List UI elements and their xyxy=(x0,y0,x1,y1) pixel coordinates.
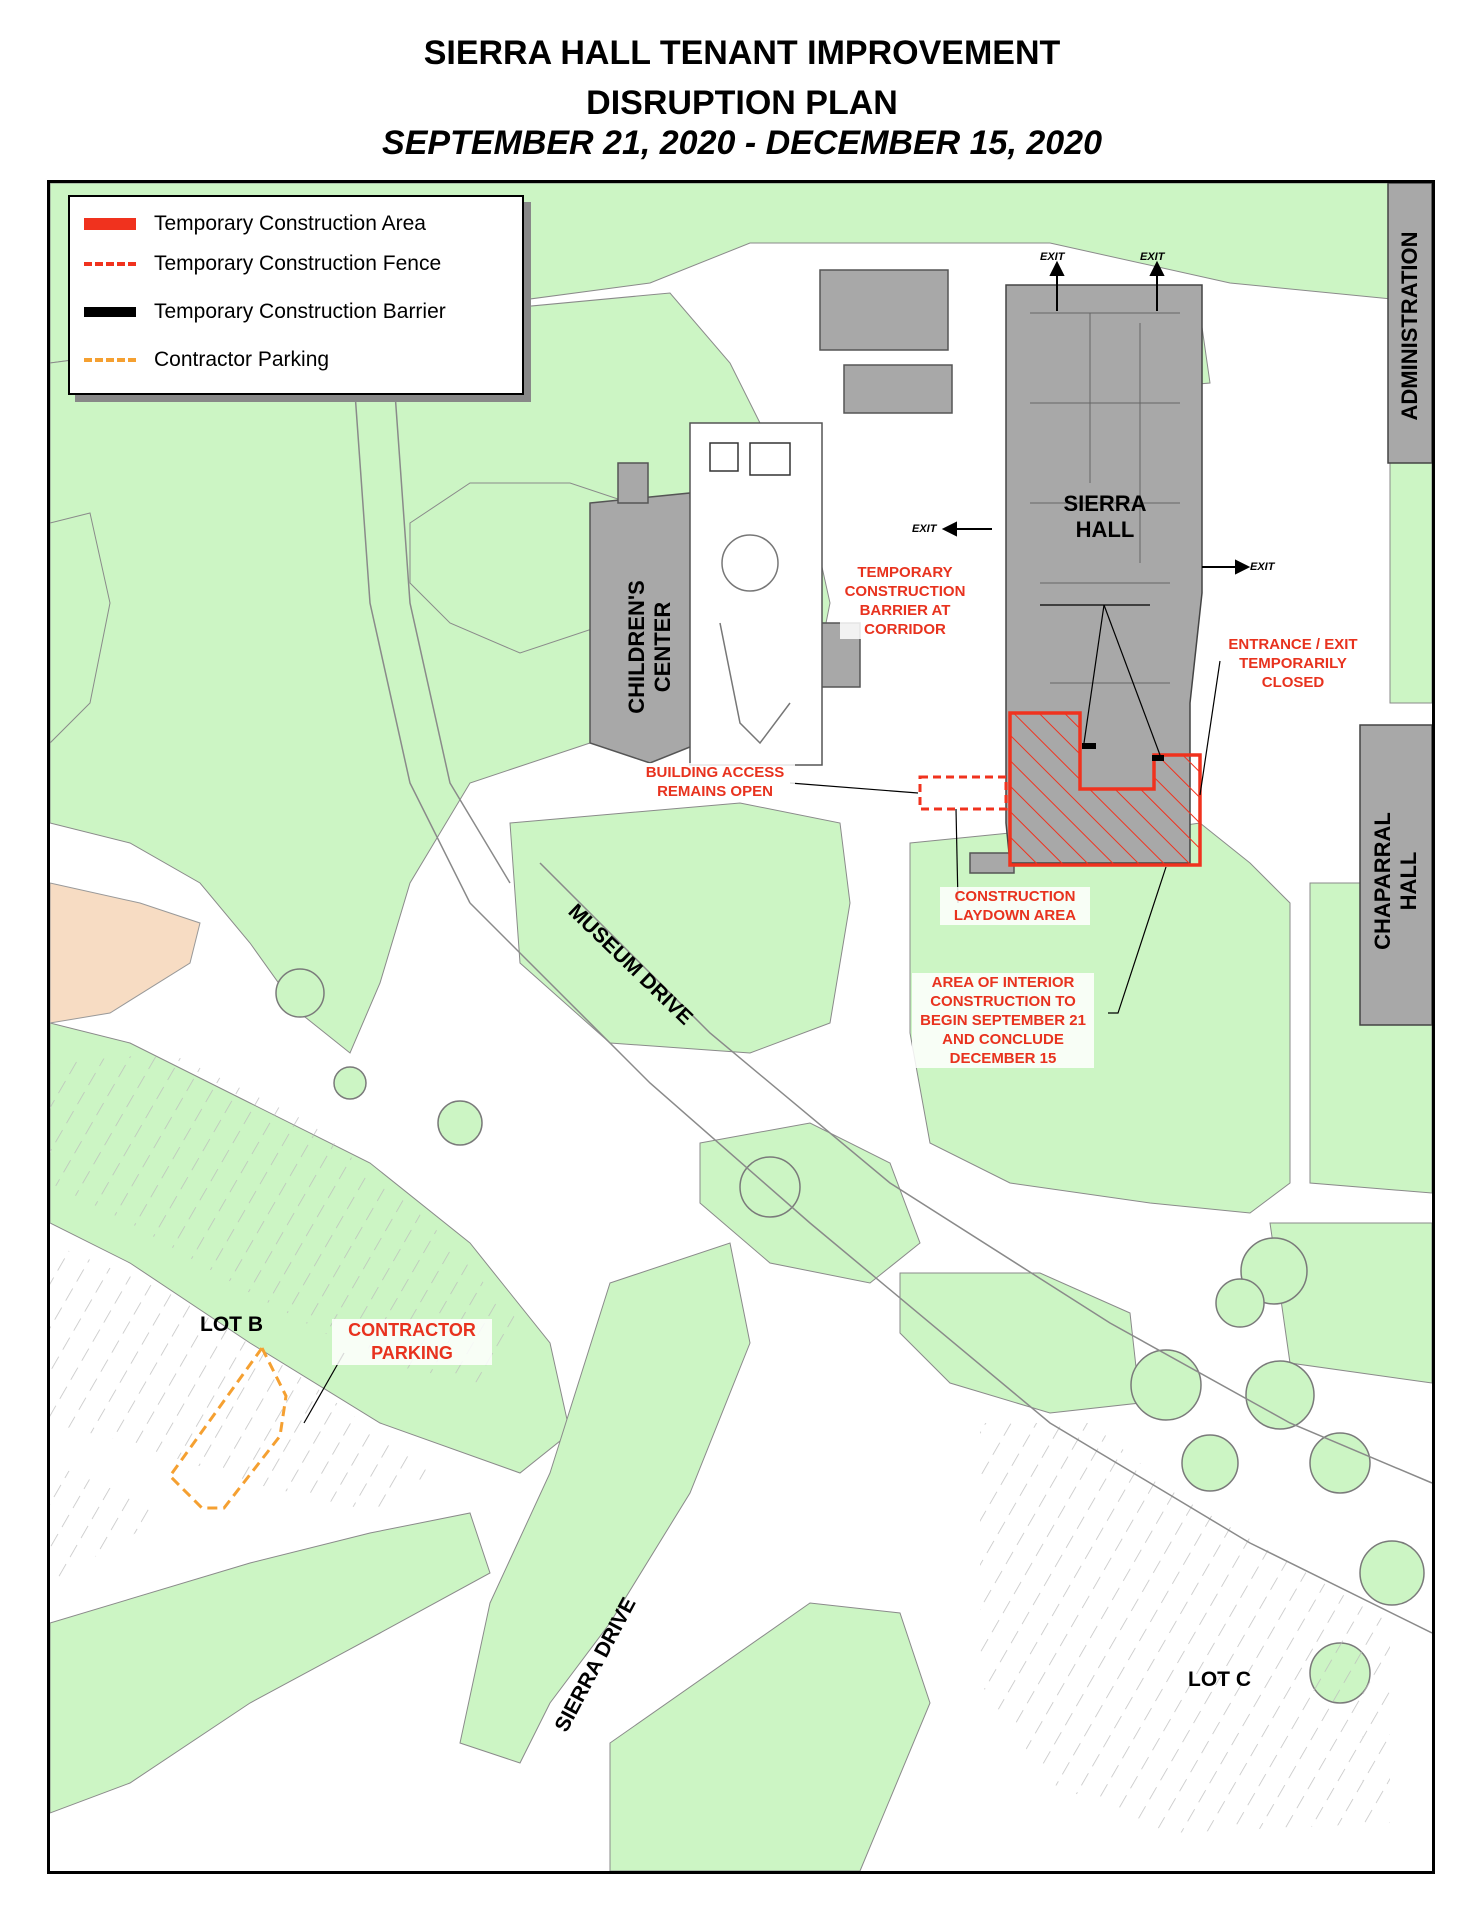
campus-map[interactable]: Temporary Construction Area Temporary Co… xyxy=(47,180,1435,1874)
exit-label-north-1: EXIT xyxy=(1040,251,1065,263)
map-title-line2: DISRUPTION PLAN xyxy=(586,84,898,122)
legend-label: Temporary Construction Area xyxy=(154,212,426,235)
chaparral-hall-building xyxy=(1359,724,1432,1026)
dashed-orange-line-icon xyxy=(84,345,136,375)
construction-laydown-fence xyxy=(918,775,1008,811)
building-access-note: BUILDING ACCESS REMAINS OPEN xyxy=(635,763,795,801)
exit-label-north-2: EXIT xyxy=(1140,251,1165,263)
lot-c-label: LOT C xyxy=(1188,1668,1251,1691)
contractor-parking-area xyxy=(168,1345,288,1510)
exit-arrows xyxy=(941,260,1251,575)
construction-barrier-2 xyxy=(1152,755,1164,761)
legend-item-construction-fence: Temporary Construction Fence xyxy=(84,249,441,279)
map-date-range: SEPTEMBER 21, 2020 - DECEMBER 15, 2020 xyxy=(382,124,1102,162)
dashed-red-line-icon xyxy=(84,249,136,279)
legend-label: Temporary Construction Fence xyxy=(154,252,442,275)
red-bar-icon xyxy=(84,209,136,239)
legend-item-construction-barrier: Temporary Construction Barrier xyxy=(84,297,446,327)
lot-b-label: LOT B xyxy=(200,1313,263,1336)
administration-label: ADMINISTRATION xyxy=(1397,231,1422,421)
map-title-line1: SIERRA HALL TENANT IMPROVEMENT xyxy=(423,34,1061,72)
sierra-hall-label: SIERRA HALL xyxy=(1063,491,1147,542)
interior-construction-note: AREA OF INTERIOR CONSTRUCTION TO BEGIN S… xyxy=(912,973,1094,1068)
childrens-center-building xyxy=(589,422,823,766)
temp-barrier-note: TEMPORARY CONSTRUCTION BARRIER AT CORRID… xyxy=(840,563,970,639)
entrance-closed-note: ENTRANCE / EXIT TEMPORARILY CLOSED xyxy=(1222,635,1364,692)
legend-item-contractor-parking: Contractor Parking xyxy=(84,345,329,375)
exit-label-west: EXIT xyxy=(912,523,937,535)
legend-label: Temporary Construction Barrier xyxy=(154,300,446,323)
administration-building xyxy=(1387,183,1432,464)
childrens-center-label: CHILDREN'S CENTER xyxy=(624,580,675,714)
legend-item-construction-area: Temporary Construction Area xyxy=(84,209,426,239)
road-edges xyxy=(349,322,1432,1634)
black-bar-icon xyxy=(84,297,136,327)
legend-label: Contractor Parking xyxy=(154,348,330,371)
map-canvas xyxy=(50,183,1432,1871)
map-legend: Temporary Construction Area Temporary Co… xyxy=(68,195,524,395)
exit-label-east: EXIT xyxy=(1250,561,1275,573)
chaparral-hall-label: CHAPARRAL HALL xyxy=(1370,812,1421,950)
laydown-area-note: CONSTRUCTION LAYDOWN AREA xyxy=(940,887,1090,925)
contractor-parking-note: CONTRACTOR PARKING xyxy=(332,1319,492,1365)
trees xyxy=(275,968,1425,1704)
sand-area xyxy=(50,882,201,1024)
construction-barrier-1 xyxy=(1082,743,1096,749)
